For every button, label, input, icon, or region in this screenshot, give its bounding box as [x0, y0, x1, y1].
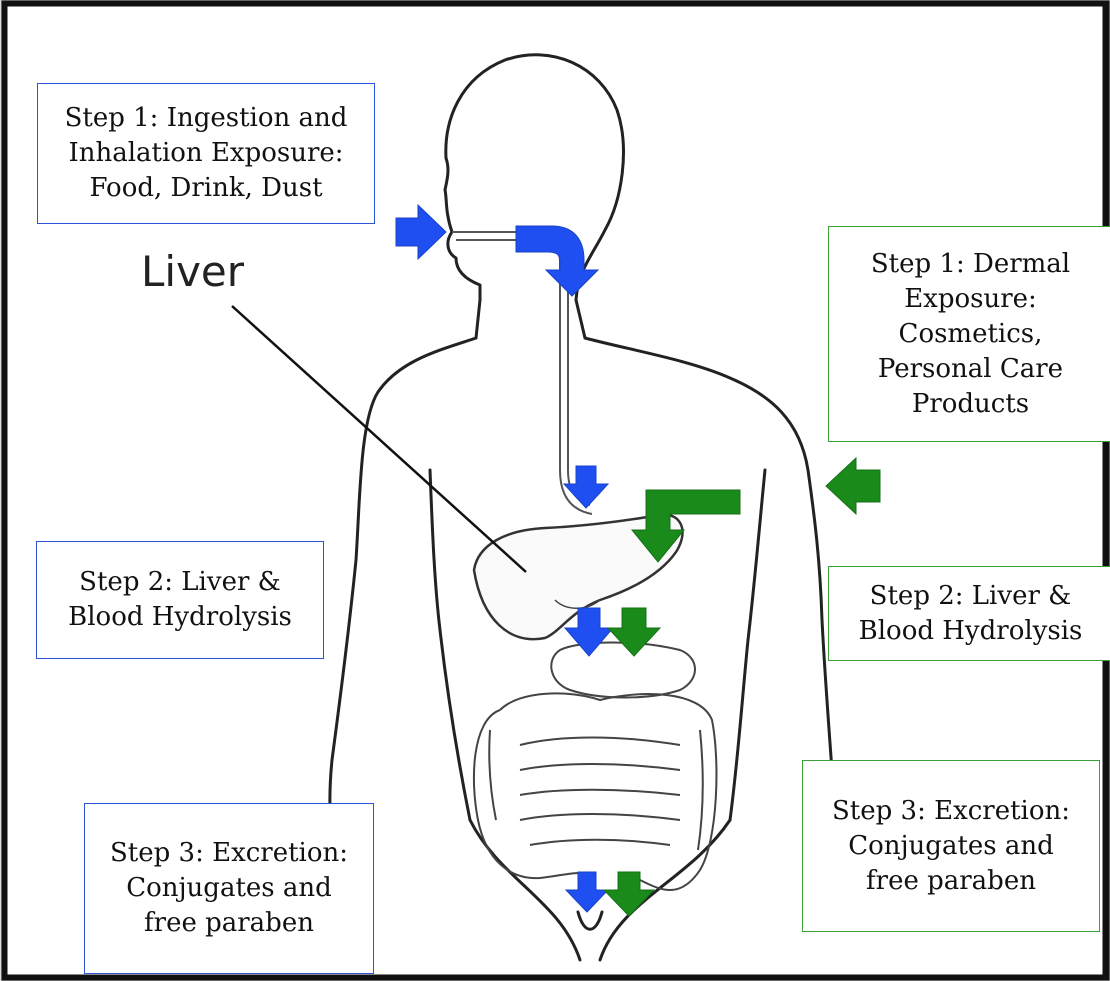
box-line: Step 1: Ingestion and	[65, 101, 348, 136]
mouth-entry-arrow	[396, 205, 446, 259]
skin-entry-arrow	[826, 458, 880, 514]
box-line: Step 3: Excretion:	[110, 836, 348, 871]
box-line: Step 2: Liver &	[859, 579, 1083, 614]
box-line: Step 3: Excretion:	[832, 794, 1070, 829]
excretion-blue-arrow	[566, 872, 608, 912]
box-line: free paraben	[832, 864, 1070, 899]
human-body-outline	[330, 55, 836, 960]
liver-exit-green-arrow	[608, 608, 660, 656]
excretion-green-arrow	[604, 872, 654, 916]
box-line: Cosmetics,	[871, 317, 1070, 352]
excretion-green-box: Step 3: Excretion: Conjugates and free p…	[802, 760, 1100, 932]
liver-hydrolysis-green-box: Step 2: Liver & Blood Hydrolysis	[828, 566, 1110, 661]
liver-hydrolysis-blue-box: Step 2: Liver & Blood Hydrolysis	[36, 541, 324, 659]
box-line: Step 2: Liver &	[68, 565, 292, 600]
esophagus-bend-arrow	[516, 226, 598, 296]
box-line: Inhalation Exposure:	[65, 136, 348, 171]
box-line: Conjugates and	[832, 829, 1070, 864]
box-line: Exposure:	[871, 282, 1070, 317]
dermal-exposure-box: Step 1: Dermal Exposure: Cosmetics, Pers…	[828, 226, 1110, 442]
box-line: free paraben	[110, 906, 348, 941]
liver-label: Liver	[141, 247, 244, 296]
excretion-blue-box: Step 3: Excretion: Conjugates and free p…	[84, 803, 374, 974]
box-line: Food, Drink, Dust	[65, 171, 348, 206]
box-line: Blood Hydrolysis	[68, 600, 292, 635]
ingestion-exposure-box: Step 1: Ingestion and Inhalation Exposur…	[37, 83, 375, 224]
box-line: Conjugates and	[110, 871, 348, 906]
intestines	[474, 643, 717, 891]
box-line: Blood Hydrolysis	[859, 614, 1083, 649]
liver-pointer-line	[232, 306, 526, 572]
box-line: Products	[871, 387, 1070, 422]
box-line: Personal Care	[871, 352, 1070, 387]
box-line: Step 1: Dermal	[871, 247, 1070, 282]
